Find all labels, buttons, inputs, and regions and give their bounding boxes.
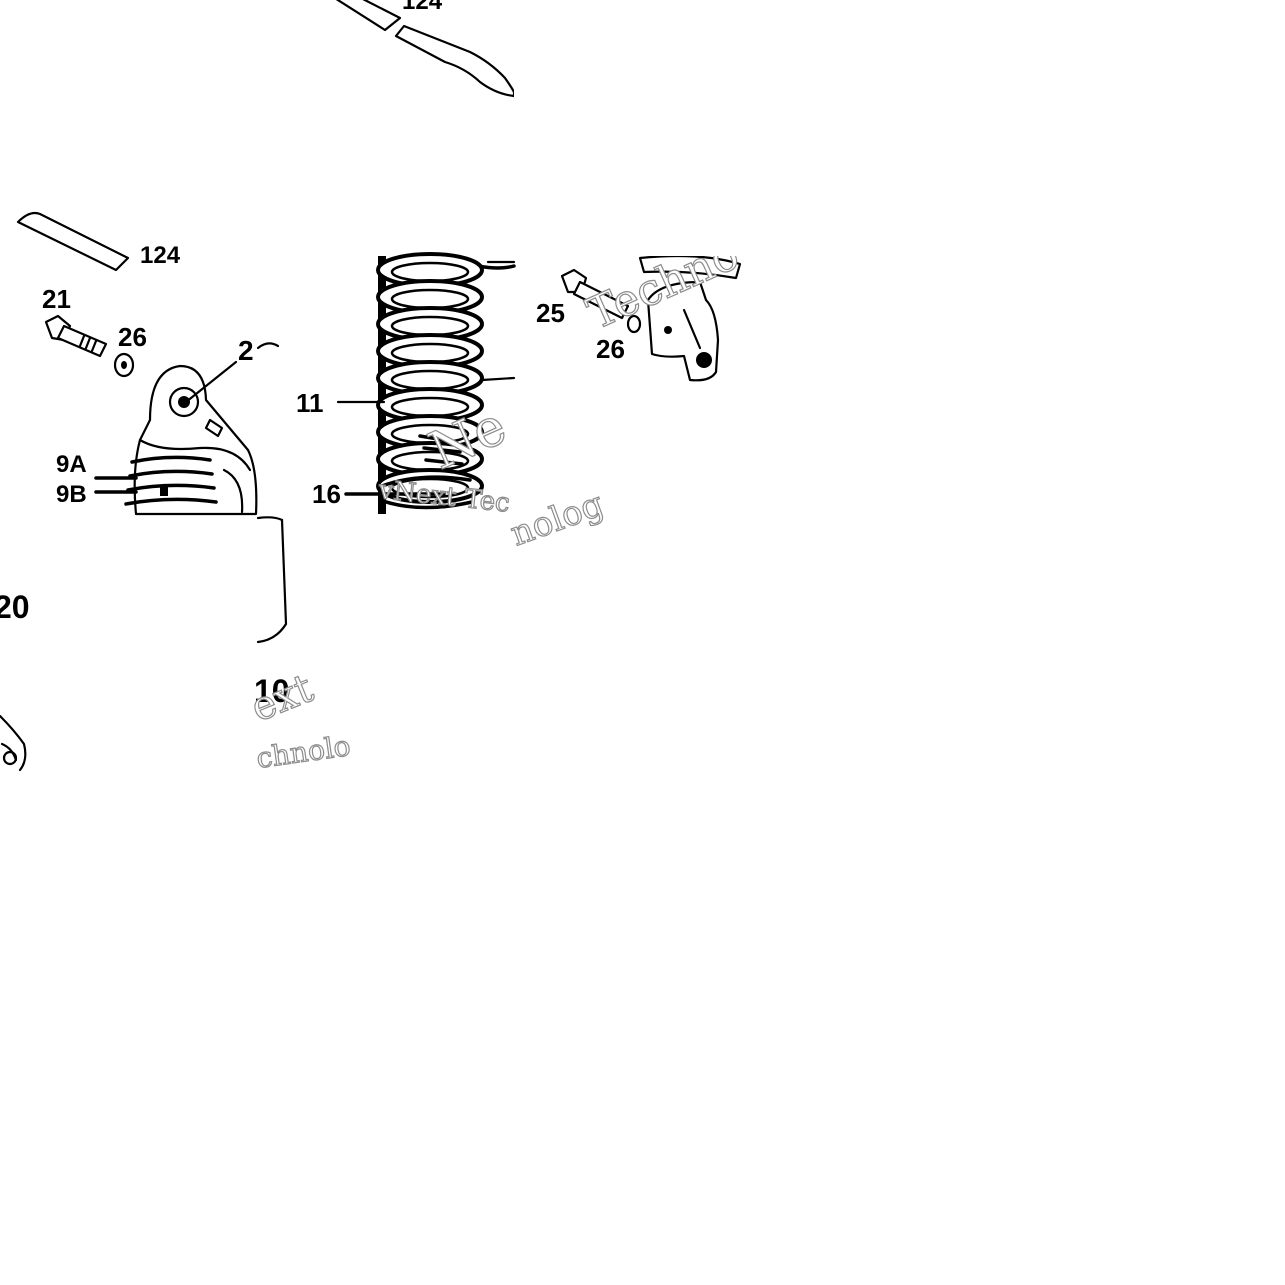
leader-lines-spring bbox=[336, 400, 446, 496]
watermark-nolog: nolog bbox=[505, 484, 608, 554]
spring-coils bbox=[376, 252, 484, 504]
bolt-25-part bbox=[560, 268, 630, 320]
watermark-chnolo: chnolo bbox=[254, 729, 352, 775]
label-sleeve-10: 10 bbox=[254, 673, 290, 709]
label-adjuster-9b: 9B bbox=[56, 481, 87, 508]
label-spring-11: 11 bbox=[296, 388, 324, 418]
label-bolt-21: 21 bbox=[42, 284, 71, 314]
label-top-strap: 124 bbox=[402, 0, 443, 15]
bracket-part bbox=[638, 254, 742, 382]
spring-coil-inner bbox=[390, 315, 470, 337]
label-left-strap: 124 bbox=[140, 242, 181, 269]
spring-seat-part bbox=[378, 434, 474, 510]
label-bolt-25: 25 bbox=[536, 298, 565, 328]
label-part-20: 20 bbox=[0, 589, 30, 625]
spring-coil-inner bbox=[390, 288, 470, 310]
label-washer-26-left: 26 bbox=[118, 322, 147, 352]
shock-body-part bbox=[124, 364, 258, 516]
label-adjuster-9a: 9A bbox=[56, 451, 87, 478]
spring-coil-inner bbox=[390, 342, 470, 364]
sleeve-part bbox=[256, 516, 288, 644]
leader-lines-left bbox=[94, 342, 280, 494]
spring-coil-inner bbox=[390, 261, 470, 283]
label-shock-eye: 2 bbox=[238, 335, 254, 366]
left-strap-part bbox=[16, 211, 130, 272]
bolt-21-part bbox=[44, 314, 108, 358]
left-part-fragment bbox=[0, 714, 27, 772]
label-washer-26-right: 26 bbox=[596, 334, 625, 364]
watermark-vnext: vNext Tec bbox=[376, 475, 511, 519]
washer-26-left-part bbox=[113, 352, 135, 378]
washer-26-right-part bbox=[626, 314, 642, 334]
spring-coil-inner bbox=[390, 369, 470, 391]
label-spring-seat-16: 16 bbox=[312, 479, 341, 509]
